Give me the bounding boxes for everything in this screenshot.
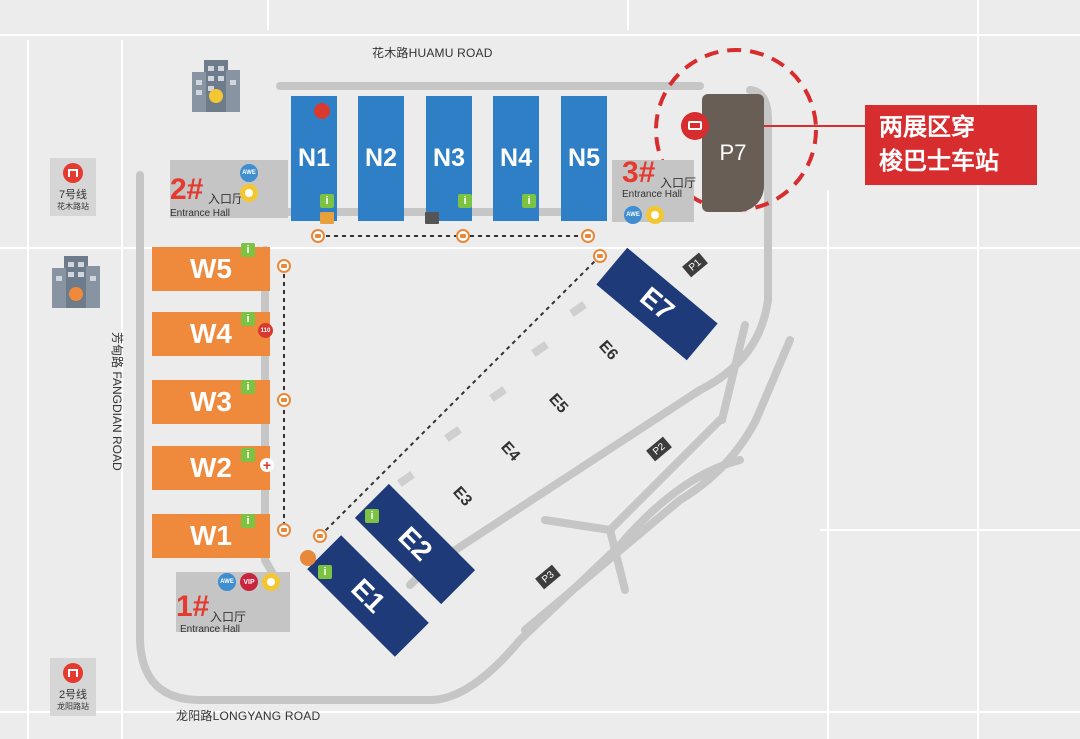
metro-station-longyang[interactable]: 2号线 龙阳路站 xyxy=(50,658,96,716)
shuttle-callout-line1: 两展区穿 xyxy=(879,114,975,141)
microphone-icon[interactable] xyxy=(300,550,316,566)
bus-stop-icon[interactable] xyxy=(313,529,327,543)
entrance-number: 2# xyxy=(170,173,204,206)
metro-station-label: 龙阳路站 xyxy=(57,702,89,711)
metro-station-huamu[interactable]: 7号线 花木路站 xyxy=(50,158,96,216)
bus-stop-icon[interactable] xyxy=(277,523,291,537)
parking-p7[interactable]: P7 xyxy=(702,94,764,212)
entrance-label-cn: 入口厅 xyxy=(208,192,245,206)
entrance-number: 1# xyxy=(176,590,210,623)
entrance-hall-2[interactable] xyxy=(170,160,288,218)
entrance-number: 3# xyxy=(622,156,656,189)
shuttle-callout-line2: 梭巴士车站 xyxy=(879,148,999,175)
metro-logo-icon xyxy=(63,663,83,683)
entrance-label-cn: 入口厅 xyxy=(210,610,247,624)
road-label-longyang: 龙阳路LONGYANG ROAD xyxy=(176,709,321,723)
metro-logo-icon xyxy=(63,163,83,183)
info-icon[interactable]: i xyxy=(241,380,255,394)
info-icon[interactable]: i xyxy=(458,194,472,208)
hall-w1[interactable]: W1 xyxy=(152,514,270,558)
info-icon[interactable]: i xyxy=(241,514,255,528)
info-icon[interactable]: i xyxy=(241,312,255,326)
medical-cross-icon[interactable]: + xyxy=(260,458,274,472)
info-icon[interactable]: i xyxy=(522,194,536,208)
awe-icon[interactable]: AWE xyxy=(218,573,236,591)
info-icon[interactable]: i xyxy=(318,565,332,579)
info-icon[interactable]: i xyxy=(365,509,379,523)
bus-stop-icon[interactable] xyxy=(277,393,291,407)
parking-p7-label: P7 xyxy=(719,140,747,165)
vip-icon[interactable]: VIP xyxy=(240,573,258,591)
visitor-service-icon[interactable] xyxy=(262,573,280,591)
location-pin-icon[interactable] xyxy=(314,103,330,119)
hotel-building-icon xyxy=(192,60,240,112)
road-label-huamu: 花木路HUAMU ROAD xyxy=(372,46,493,60)
awe-icon[interactable]: AWE xyxy=(240,164,258,182)
info-icon[interactable]: i xyxy=(320,194,334,208)
shop-icon[interactable] xyxy=(320,212,334,224)
bus-stop-icon[interactable] xyxy=(456,229,470,243)
hall-w3[interactable]: W3 xyxy=(152,380,270,424)
bus-stop-icon[interactable] xyxy=(581,229,595,243)
shuttle-bus-icon[interactable] xyxy=(681,112,709,140)
awe-icon[interactable]: AWE xyxy=(624,206,642,224)
metro-line-label: 7号线 xyxy=(58,189,88,201)
metro-station-label: 花木路站 xyxy=(57,202,89,211)
entrance-label-en: Entrance Hall xyxy=(170,208,231,219)
walkway-blocks xyxy=(397,301,587,487)
road-label-fangdian: 芳甸路 FANGDIAN ROAD xyxy=(110,332,124,471)
bus-stop-icon[interactable] xyxy=(277,259,291,273)
entrance-label-en: Entrance Hall xyxy=(622,189,683,200)
visitor-service-icon[interactable] xyxy=(646,206,664,224)
hall-n5[interactable]: N5 xyxy=(561,96,607,221)
bus-stop-icon[interactable] xyxy=(593,249,607,263)
hotel-building-icon xyxy=(52,256,100,308)
police-110-icon[interactable]: 110 xyxy=(258,323,273,338)
gift-icon[interactable] xyxy=(425,212,439,224)
info-icon[interactable]: i xyxy=(241,243,255,257)
entrance-label-cn: 入口厅 xyxy=(660,176,697,190)
visitor-service-icon[interactable] xyxy=(240,184,258,202)
bus-stop-icon[interactable] xyxy=(311,229,325,243)
info-icon[interactable]: i xyxy=(241,448,255,462)
entrance-label-en: Entrance Hall xyxy=(180,624,241,635)
shuttle-station-callout: 两展区穿 梭巴士车站 xyxy=(865,105,1037,185)
metro-line-label: 2号线 xyxy=(58,689,88,701)
hall-n2[interactable]: N2 xyxy=(358,96,404,221)
